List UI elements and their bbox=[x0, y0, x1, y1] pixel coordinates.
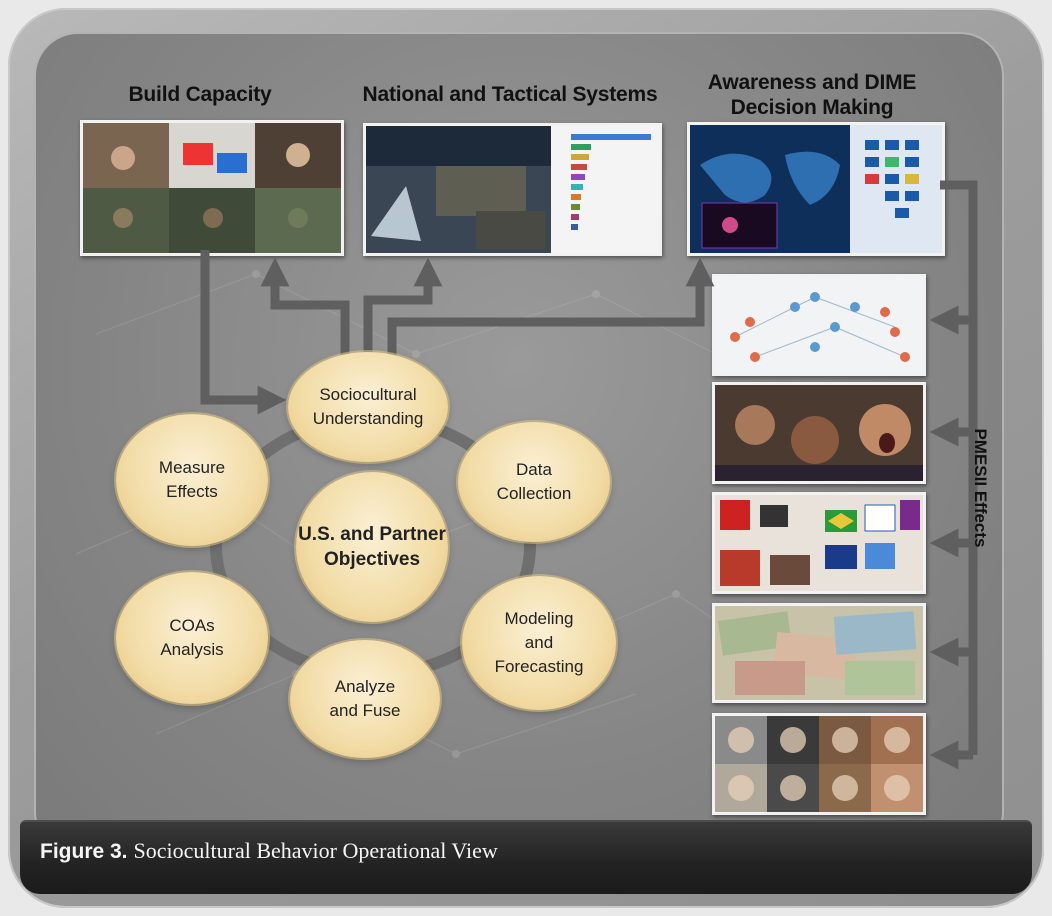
bubble-coas-analysis: COAs Analysis bbox=[116, 572, 268, 704]
pmesii-currency-image bbox=[712, 603, 926, 703]
heading-build-capacity: Build Capacity bbox=[128, 83, 272, 106]
figure-number: Figure 3. bbox=[40, 840, 128, 863]
bubble-label: COAs Analysis bbox=[160, 616, 224, 659]
build-capacity-photo-collage bbox=[80, 120, 344, 256]
awareness-world-map-image bbox=[687, 122, 945, 256]
heading-awareness-dime: Awareness and DIME Decision Making bbox=[707, 71, 917, 119]
bubble-label: Data Collection bbox=[496, 460, 572, 503]
caption-bar bbox=[20, 820, 1032, 894]
bubble-label: Sociocultural Understanding bbox=[312, 385, 424, 428]
pmesii-crowd-protest-image bbox=[712, 382, 926, 484]
bubble-data-collection: Data Collection bbox=[458, 422, 610, 542]
figure-caption-text: Sociocultural Behavior Operational View bbox=[133, 838, 498, 863]
bubble-label: Modeling and Forecasting bbox=[494, 609, 584, 676]
pmesii-social-network-image bbox=[712, 274, 926, 376]
pmesii-symbols-flags-image bbox=[712, 492, 926, 594]
bubble-label: Analyze and Fuse bbox=[329, 677, 401, 720]
bubble-us-partner-objectives: U.S. and Partner Objectives bbox=[296, 472, 448, 622]
bubble-sociocultural-understanding: Sociocultural Understanding bbox=[288, 352, 448, 462]
figure-caption: Figure 3. Sociocultural Behavior Operati… bbox=[40, 838, 498, 868]
heading-national-tactical-systems: National and Tactical Systems bbox=[362, 83, 658, 106]
national-tactical-systems-image bbox=[363, 123, 662, 256]
bubble-analyze-fuse: Analyze and Fuse bbox=[290, 640, 440, 758]
bubble-modeling-forecasting: Modeling and Forecasting bbox=[462, 576, 616, 710]
bubble-label: Measure Effects bbox=[158, 458, 226, 501]
bubble-label: U.S. and Partner Objectives bbox=[298, 524, 446, 570]
pmesii-effects-label: PMESII Effects bbox=[971, 428, 990, 548]
bubble-measure-effects: Measure Effects bbox=[116, 414, 268, 546]
pmesii-faces-image bbox=[712, 713, 926, 815]
